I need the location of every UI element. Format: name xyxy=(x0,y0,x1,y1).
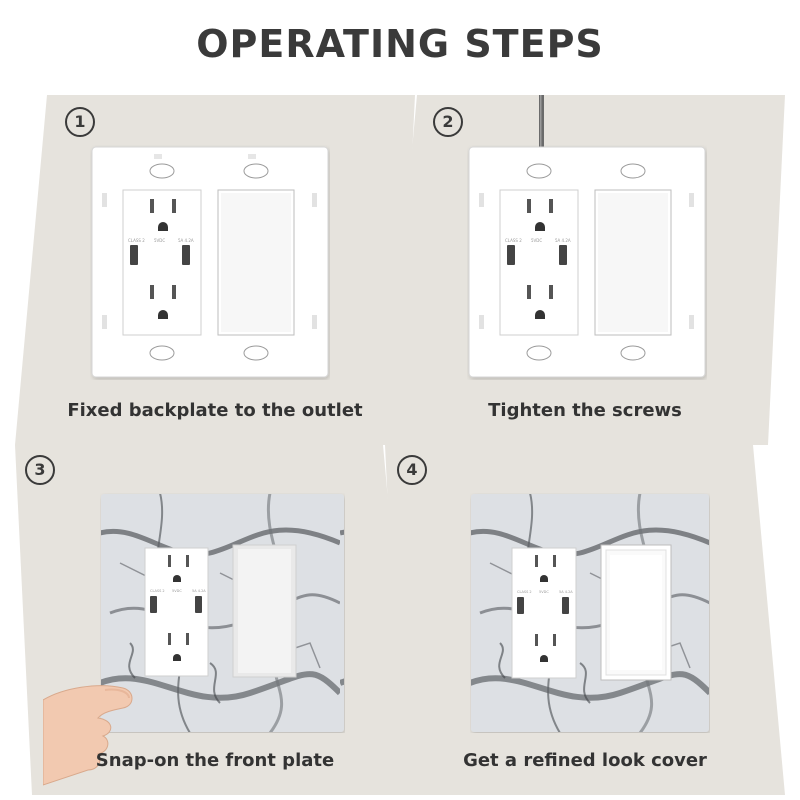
outlet-label-left: CLASS 2 xyxy=(128,238,145,243)
outlet-label-left: CLASS 2 xyxy=(505,238,522,243)
marble-front-plate: CLASS 2 5VDC 5A 4.2A xyxy=(101,494,344,732)
outlet-label-right: 5A 4.2A xyxy=(555,238,571,243)
outlet-label-left: CLASS 2 xyxy=(517,590,532,594)
hand-icon xyxy=(43,685,133,786)
step-number-badge: 2 xyxy=(433,107,463,137)
outlet-label-mid: 5VDC xyxy=(154,238,165,243)
outlet-label-right: 5A 4.2A xyxy=(559,590,573,594)
step-caption: Snap-on the front plate xyxy=(95,750,335,771)
finished-cover-plate: CLASS 2 5VDC 5A 4.2A xyxy=(471,494,709,732)
step-caption: Fixed backplate to the outlet xyxy=(67,400,363,421)
step-panel-3: 3 CLASS 2 5VDC 5A 4.2A Snap-on the front… xyxy=(15,445,415,795)
step-panel-1: 1 CLASS 2 5VDC 5A 4.2A Fixed backplate t… xyxy=(15,95,415,445)
outlet-label-mid: 5VDC xyxy=(531,238,542,243)
backplate-with-outlet: CLASS 2 5VDC 5A 4.2A xyxy=(91,146,329,378)
outlet-label-right: 5A 4.2A xyxy=(178,238,194,243)
step-panel-4: 4 CLASS 2 5VDC 5A 4.2A Get a refined loo… xyxy=(385,445,785,795)
backplate-with-outlet: CLASS 2 5VDC 5A 4.2A xyxy=(468,146,706,378)
step-number-badge: 1 xyxy=(65,107,95,137)
step-caption: Get a refined look cover xyxy=(463,750,707,771)
outlet-label-mid: 5VDC xyxy=(172,589,182,593)
outlet-label-mid: 5VDC xyxy=(539,590,549,594)
step-number-badge: 4 xyxy=(397,455,427,485)
step-number-badge: 3 xyxy=(25,455,55,485)
step-panel-2: 2 CLASS 2 5VDC 5A 4.2A Tighten the screw… xyxy=(385,95,785,445)
step-caption: Tighten the screws xyxy=(488,400,682,421)
outlet-label-left: CLASS 2 xyxy=(150,589,165,593)
page-title: OPERATING STEPS xyxy=(196,22,604,66)
outlet-label-right: 5A 4.2A xyxy=(192,589,206,593)
